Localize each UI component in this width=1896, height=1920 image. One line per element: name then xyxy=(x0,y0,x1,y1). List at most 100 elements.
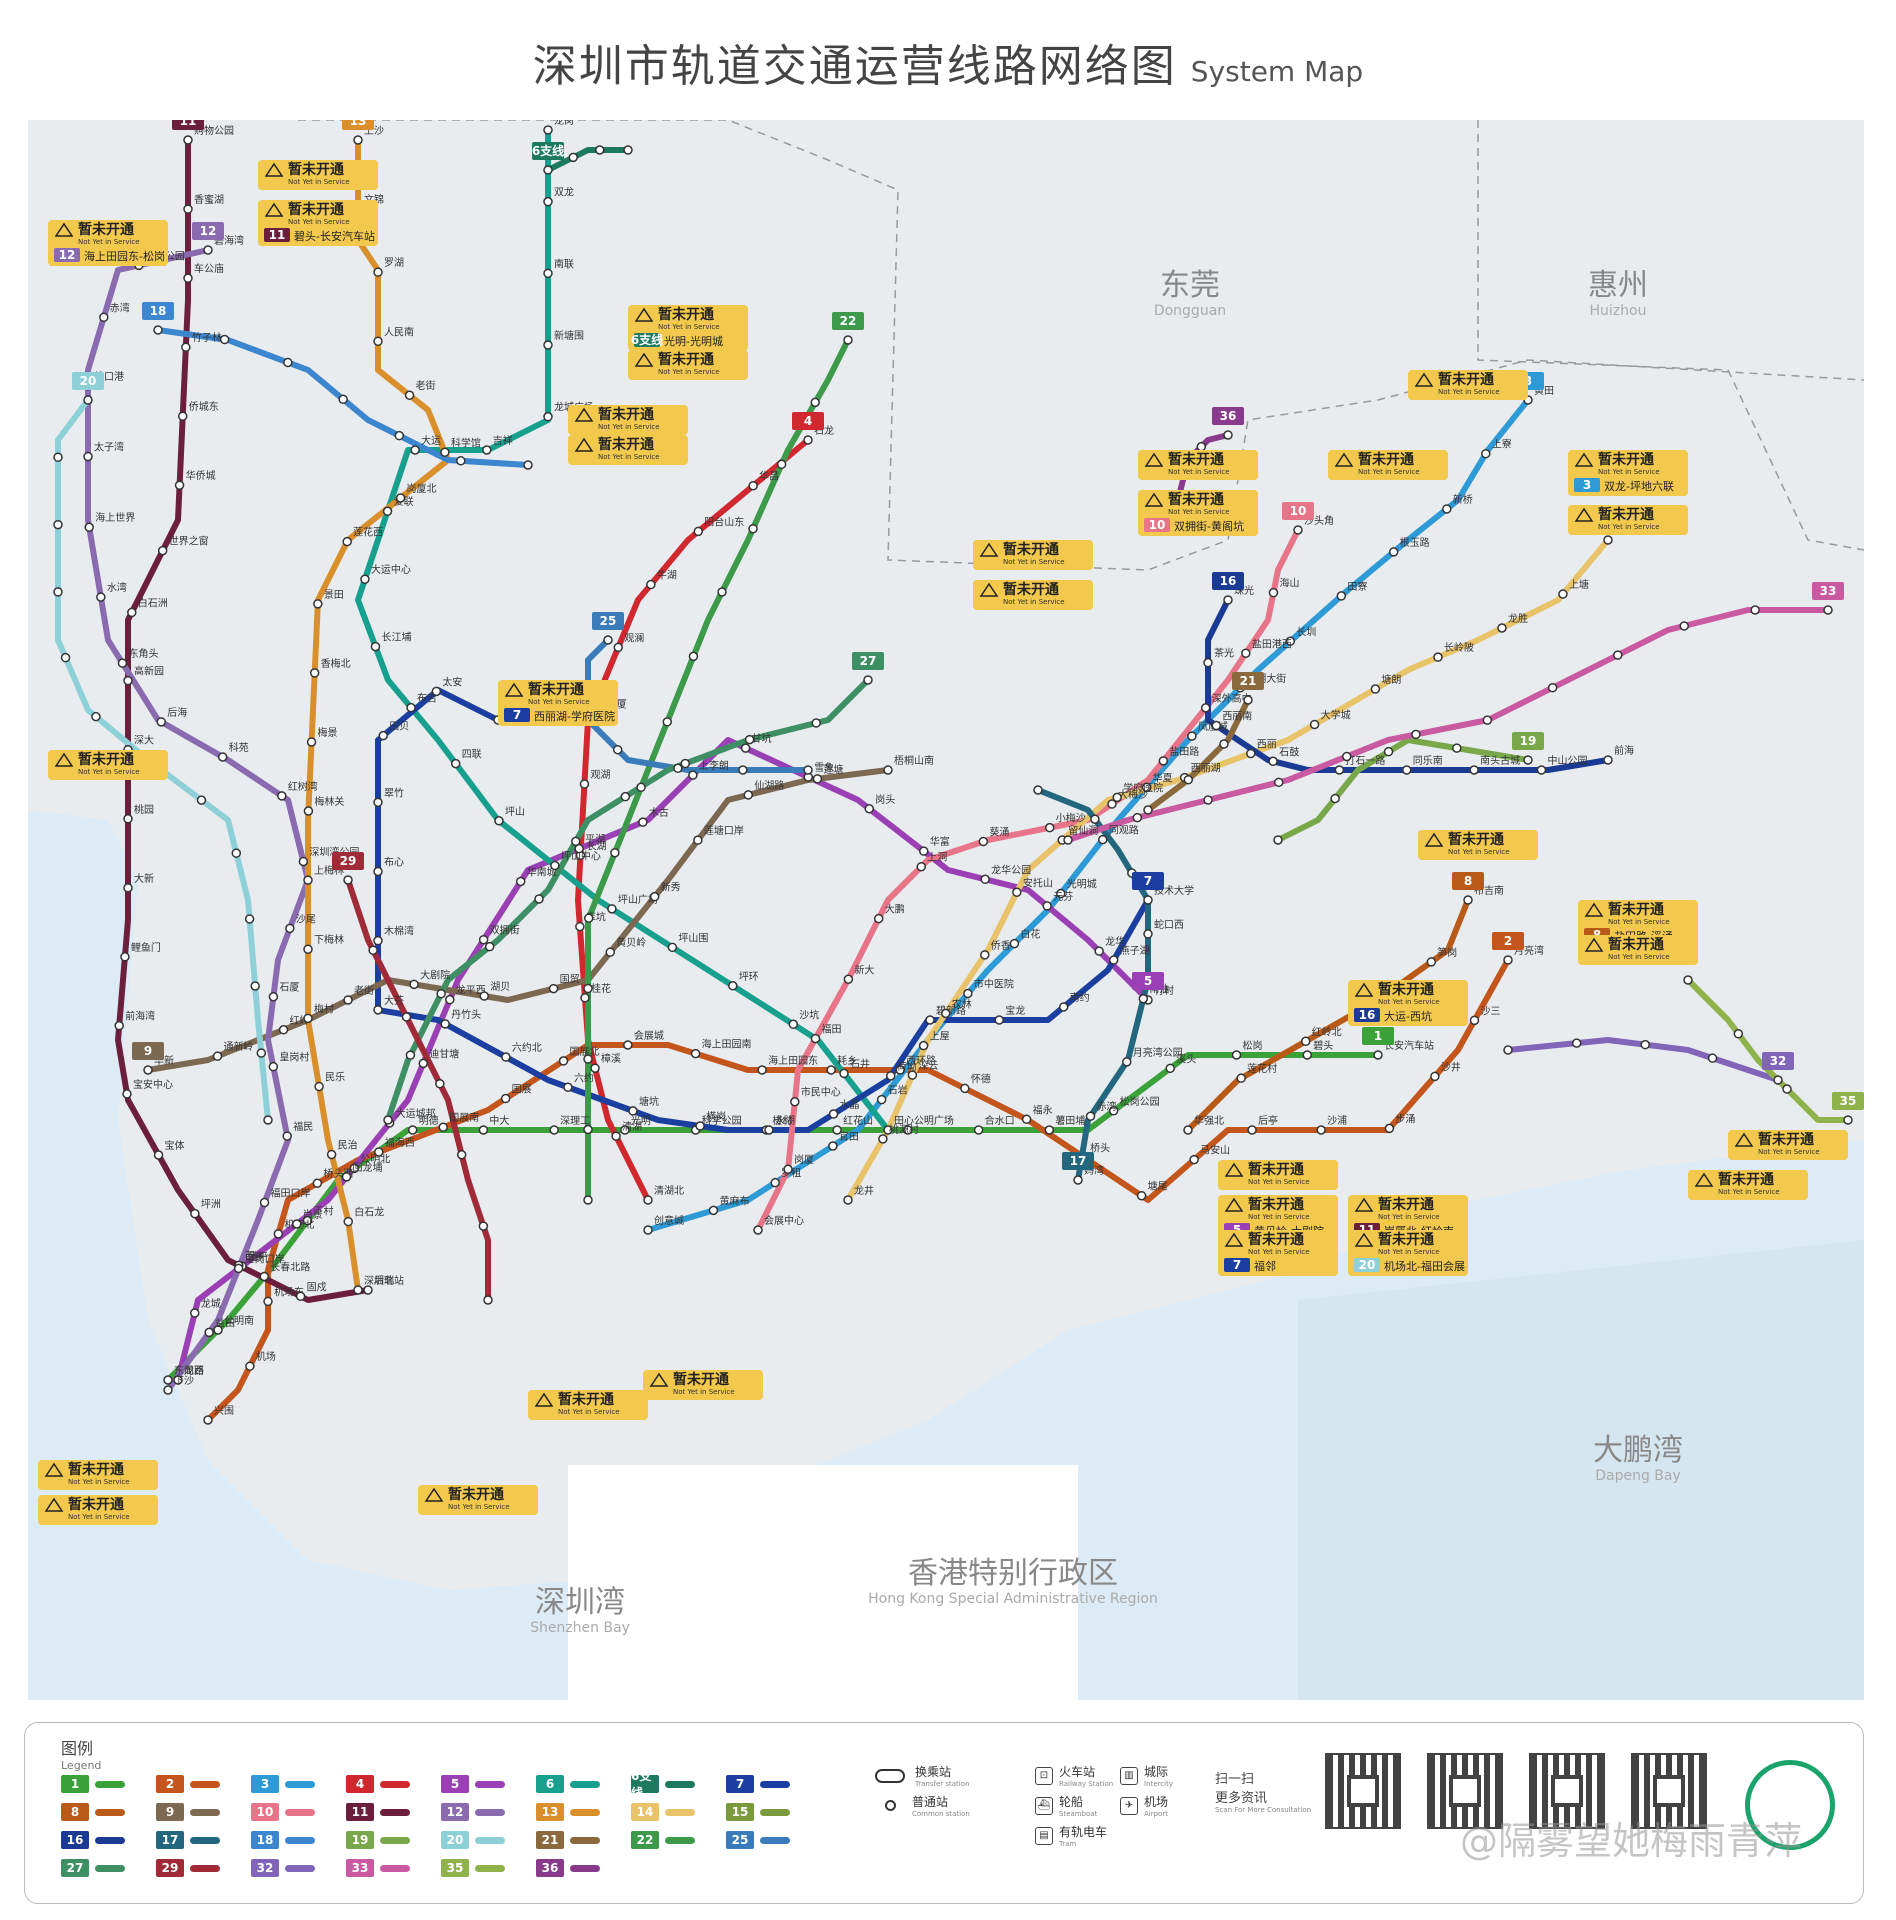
line-badge-12[interactable]: 12 xyxy=(192,222,224,240)
line-badge-9[interactable]: 9 xyxy=(132,1042,164,1060)
station-dot[interactable] xyxy=(233,1263,244,1274)
station-dot[interactable] xyxy=(374,1147,384,1157)
station-dot[interactable] xyxy=(478,1125,489,1135)
station-dot[interactable] xyxy=(803,435,813,445)
station-dot[interactable] xyxy=(828,1141,838,1151)
station-dot[interactable] xyxy=(1679,621,1689,631)
station-dot[interactable] xyxy=(163,1385,173,1395)
station-dot[interactable] xyxy=(790,1096,800,1107)
station-dot[interactable] xyxy=(1707,1053,1718,1063)
station-dot[interactable] xyxy=(812,774,823,784)
station-dot[interactable] xyxy=(1009,938,1020,949)
station-dot[interactable] xyxy=(1063,835,1073,845)
station-dot[interactable] xyxy=(1073,1175,1083,1185)
station-dot[interactable] xyxy=(1246,748,1256,759)
station-dot[interactable] xyxy=(832,1125,842,1135)
station-dot[interactable] xyxy=(925,1015,935,1025)
station-dot[interactable] xyxy=(583,1124,593,1135)
station-dot[interactable] xyxy=(114,1020,124,1031)
station-dot[interactable] xyxy=(978,836,989,847)
station-dot[interactable] xyxy=(338,394,348,405)
station-dot[interactable] xyxy=(353,1285,363,1295)
station-dot[interactable] xyxy=(1384,1123,1395,1134)
metro-line-29[interactable] xyxy=(345,877,491,1303)
station-dot[interactable] xyxy=(117,658,128,668)
station-dot[interactable] xyxy=(285,923,295,934)
station-dot[interactable] xyxy=(1300,1036,1311,1047)
station-dot[interactable] xyxy=(580,993,590,1003)
station-dot[interactable] xyxy=(283,357,293,368)
line-badge-36[interactable]: 36 xyxy=(1212,407,1244,425)
station-dot[interactable] xyxy=(1108,1106,1119,1116)
station-dot[interactable] xyxy=(980,874,990,885)
station-dot[interactable] xyxy=(1141,782,1152,793)
station-dot[interactable] xyxy=(883,1125,893,1135)
station-dot[interactable] xyxy=(303,1013,313,1024)
station-dot[interactable] xyxy=(183,135,193,145)
station-dot[interactable] xyxy=(1463,895,1473,905)
station-dot[interactable] xyxy=(1056,888,1066,899)
line-badge-32[interactable]: 32 xyxy=(1762,1052,1794,1070)
station-dot[interactable] xyxy=(843,335,853,345)
station-dot[interactable] xyxy=(963,988,973,999)
station-dot[interactable] xyxy=(1165,1063,1175,1074)
not-in-service-notice[interactable]: 暂未开通Not Yet in Service6支线光明-光明城 xyxy=(628,305,748,351)
station-dot[interactable] xyxy=(543,196,553,207)
station-dot[interactable] xyxy=(1012,887,1022,898)
station-dot[interactable] xyxy=(543,411,553,422)
station-dot[interactable] xyxy=(863,675,873,685)
qr-code-1[interactable] xyxy=(1325,1753,1401,1829)
station-dot[interactable] xyxy=(916,861,927,872)
station-dot[interactable] xyxy=(1158,756,1169,766)
station-dot[interactable] xyxy=(1196,441,1207,452)
station-dot[interactable] xyxy=(1401,765,1412,775)
station-dot[interactable] xyxy=(610,847,620,858)
station-dot[interactable] xyxy=(1108,955,1119,965)
station-dot[interactable] xyxy=(302,1215,313,1226)
station-dot[interactable] xyxy=(839,1068,849,1079)
station-dot[interactable] xyxy=(482,445,492,455)
station-dot[interactable] xyxy=(826,1065,836,1075)
station-dot[interactable] xyxy=(1236,1073,1246,1083)
line-badge-21[interactable]: 21 xyxy=(1232,672,1264,690)
station-dot[interactable] xyxy=(268,1061,279,1072)
line-badge-20[interactable]: 20 xyxy=(72,372,104,390)
station-dot[interactable] xyxy=(431,686,442,697)
station-dot[interactable] xyxy=(575,921,585,932)
station-dot[interactable] xyxy=(1536,765,1547,775)
station-dot[interactable] xyxy=(1302,1050,1313,1060)
station-dot[interactable] xyxy=(1183,1125,1193,1135)
station-dot[interactable] xyxy=(1223,430,1233,440)
station-dot[interactable] xyxy=(263,1115,273,1125)
line-badge-33[interactable]: 33 xyxy=(1812,582,1844,600)
station-dot[interactable] xyxy=(174,480,185,490)
station-dot[interactable] xyxy=(1640,1039,1650,1050)
station-dot[interactable] xyxy=(1143,929,1153,939)
station-dot[interactable] xyxy=(1241,648,1251,659)
station-dot[interactable] xyxy=(1430,1071,1440,1082)
station-dot[interactable] xyxy=(278,1025,289,1035)
station-dot[interactable] xyxy=(1773,1075,1783,1085)
station-dot[interactable] xyxy=(918,1040,929,1051)
station-dot[interactable] xyxy=(1203,657,1213,668)
station-dot[interactable] xyxy=(203,245,213,255)
station-dot[interactable] xyxy=(343,995,353,1005)
station-dot[interactable] xyxy=(60,652,71,663)
station-dot[interactable] xyxy=(590,1063,600,1073)
station-dot[interactable] xyxy=(579,779,590,789)
station-dot[interactable] xyxy=(245,1361,255,1371)
station-dot[interactable] xyxy=(84,522,94,532)
station-dot[interactable] xyxy=(667,942,678,953)
